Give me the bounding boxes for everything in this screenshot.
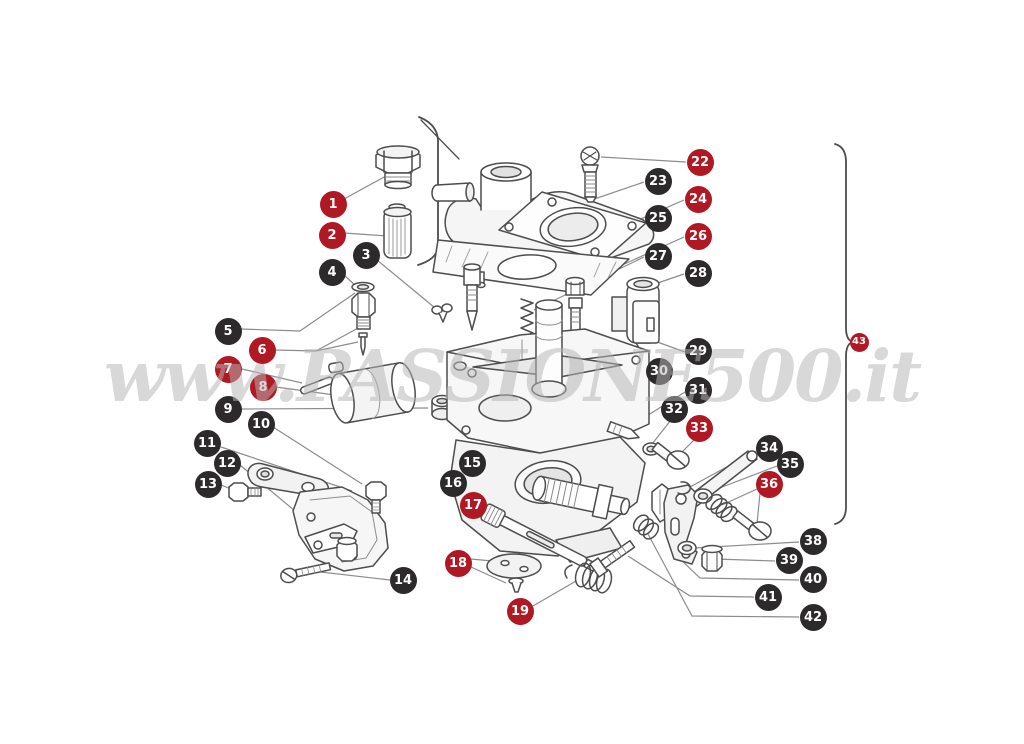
part-shaft-washer [677, 540, 697, 556]
part-pump-diaphragm [486, 553, 542, 593]
part-cover-screw [580, 146, 600, 203]
part-jet-spring [520, 298, 534, 338]
callout-11: 11 [193, 429, 221, 457]
part-fuel-filter [383, 203, 412, 259]
callout-14: 14 [389, 566, 417, 594]
callout-18: 18 [444, 549, 472, 577]
callout-19: 19 [506, 597, 534, 625]
part-float [328, 361, 416, 424]
callout-26: 26 [684, 222, 712, 250]
callout-3: 3 [352, 241, 380, 269]
part-pump-piston [531, 475, 631, 520]
callout-5: 5 [214, 317, 242, 345]
part-idle-jet [463, 263, 481, 331]
callout-28: 28 [684, 259, 712, 287]
callout-7: 7 [214, 355, 242, 383]
part-mixture-needle [606, 421, 640, 440]
part-lever-bolt [589, 539, 636, 578]
callout-29: 29 [684, 337, 712, 365]
callout-22: 22 [686, 148, 714, 176]
callout-24: 24 [684, 185, 712, 213]
callout-2: 2 [318, 221, 346, 249]
part-choke-unit [611, 276, 660, 352]
callout-1: 1 [319, 190, 347, 218]
callout-36: 36 [755, 470, 783, 498]
callout-17: 17 [459, 491, 487, 519]
callout-23: 23 [644, 167, 672, 195]
right-brace [834, 143, 853, 525]
part-spring-clip [431, 303, 453, 323]
callout-32: 32 [660, 395, 688, 423]
part-bracket-bolt-13 [228, 482, 262, 502]
part-main-jet [565, 276, 585, 333]
part-bracket-bolt-11 [365, 481, 387, 514]
part-bracket-nut-12 [336, 536, 358, 562]
callout-39: 39 [775, 546, 803, 574]
part-lever-spring [632, 514, 660, 540]
part-support-bracket [247, 462, 389, 572]
callout-15: 15 [458, 449, 486, 477]
part-inlet-plug [375, 145, 421, 190]
part-shaft-nut [701, 544, 723, 572]
callout-42: 42 [799, 603, 827, 631]
part-adjust-screw [705, 493, 772, 541]
part-needle-valve [351, 281, 376, 356]
callout-35: 35 [776, 450, 804, 478]
callout-10: 10 [247, 410, 275, 438]
callout-27: 27 [644, 242, 672, 270]
callout-13: 13 [194, 470, 222, 498]
callout-12: 12 [213, 449, 241, 477]
callout-25: 25 [644, 204, 672, 232]
callout-41: 41 [754, 583, 782, 611]
part-bracket-screw-14 [280, 562, 332, 584]
callout-16: 16 [439, 469, 467, 497]
callout-40: 40 [799, 565, 827, 593]
callout-4: 4 [318, 258, 346, 286]
callout-6: 6 [248, 336, 276, 364]
callout-30: 30 [645, 357, 673, 385]
callout-8: 8 [249, 373, 277, 401]
callout-9: 9 [214, 395, 242, 423]
part-idle-screw [651, 441, 690, 470]
callout-33: 33 [685, 414, 713, 442]
callout-43: 43 [849, 332, 869, 352]
callout-31: 31 [684, 376, 712, 404]
callout-38: 38 [799, 527, 827, 555]
